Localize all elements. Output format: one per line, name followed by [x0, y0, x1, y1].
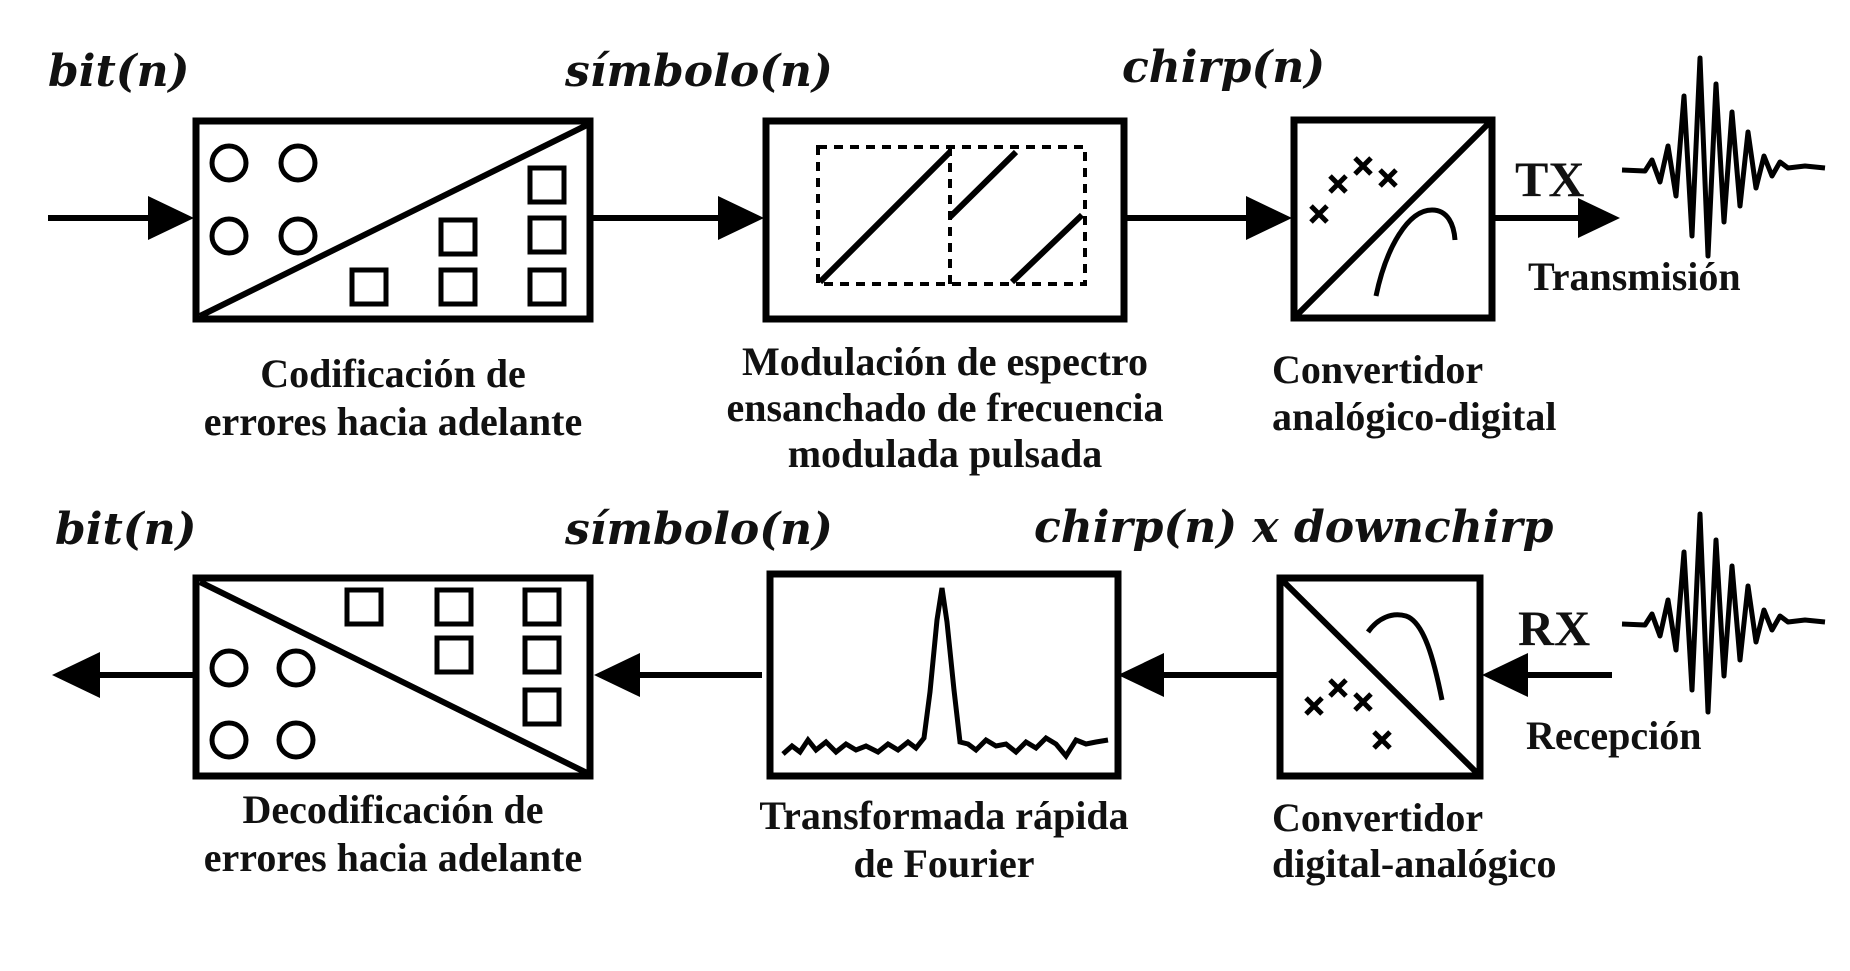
svg-text:de Fourier: de Fourier	[853, 841, 1034, 886]
fec-decoder-block	[192, 574, 594, 780]
svg-text:errores hacia adelante: errores hacia adelante	[204, 835, 582, 880]
tx-chain: bit(n) símbolo(n) chirp(n)	[48, 42, 1826, 476]
rx-bit-signal-label: bit(n)	[55, 504, 196, 555]
rx-chain: bit(n) símbolo(n) chirp(n) x downchirp	[52, 502, 1826, 886]
svg-text:Convertidor: Convertidor	[1272, 795, 1483, 840]
dac-caption: Convertidor digital-analógico	[1272, 795, 1556, 886]
svg-text:ensanchado de frecuencia: ensanchado de frecuencia	[726, 385, 1163, 430]
chirp-sawtooth-icon	[816, 145, 1087, 286]
tx-arrow-css-to-adc	[1124, 196, 1292, 240]
rx-arrow-dac-to-fft	[1118, 653, 1278, 697]
adc-icon	[1309, 156, 1458, 297]
spectrum-peak-icon	[781, 587, 1109, 761]
tx-chirp-signal-label: chirp(n)	[1122, 42, 1325, 93]
dac-block	[1276, 574, 1484, 780]
fec-encoder-caption: Codificación de errores hacia adelante	[204, 351, 582, 444]
svg-text:Transformada rápida: Transformada rápida	[759, 793, 1128, 838]
fec-encoder-block	[192, 117, 594, 323]
wave-burst-icon	[1621, 55, 1826, 259]
rx-arrow-fft-to-fec	[594, 653, 762, 697]
tx-symbol-signal-label: símbolo(n)	[564, 46, 833, 97]
tx-output-arrow	[1492, 198, 1620, 238]
svg-text:modulada pulsada: modulada pulsada	[788, 431, 1103, 476]
tx-input-arrow	[48, 196, 194, 240]
adc-block	[1290, 116, 1496, 322]
dac-icon	[1304, 612, 1445, 750]
svg-text:Codificación de: Codificación de	[260, 351, 526, 396]
svg-text:Convertidor: Convertidor	[1272, 347, 1483, 392]
css-modulator-caption: Modulación de espectro ensanchado de fre…	[726, 339, 1163, 476]
rx-input-arrow	[1482, 653, 1612, 697]
rx-label: Recepción	[1526, 713, 1702, 758]
adc-caption: Convertidor analógico-digital	[1272, 347, 1556, 439]
svg-text:analógico-digital: analógico-digital	[1272, 394, 1556, 439]
rx-output-arrow	[52, 652, 196, 698]
svg-text:digital-analógico: digital-analógico	[1272, 841, 1556, 886]
tx-tag: TX	[1515, 151, 1584, 207]
css-modulator-block	[762, 117, 1128, 323]
rx-symbol-signal-label: símbolo(n)	[564, 504, 833, 555]
svg-text:Modulación de espectro: Modulación de espectro	[742, 339, 1148, 384]
squares-to-circles-icon	[209, 587, 562, 760]
circles-to-squares-icon	[209, 143, 567, 307]
rx-tag: RX	[1518, 600, 1590, 656]
svg-text:errores hacia adelante: errores hacia adelante	[204, 399, 582, 444]
tx-bit-signal-label: bit(n)	[48, 46, 189, 97]
fec-decoder-caption: Decodificación de errores hacia adelante	[204, 787, 582, 880]
tx-label: Transmisión	[1528, 254, 1741, 299]
rx-dechirp-signal-label: chirp(n) x downchirp	[1034, 502, 1554, 553]
fft-caption: Transformada rápida de Fourier	[759, 793, 1128, 886]
tx-arrow-fec-to-css	[590, 196, 764, 240]
wave-burst-icon	[1621, 511, 1826, 715]
fft-block	[766, 570, 1122, 780]
svg-text:Decodificación de: Decodificación de	[242, 787, 543, 832]
